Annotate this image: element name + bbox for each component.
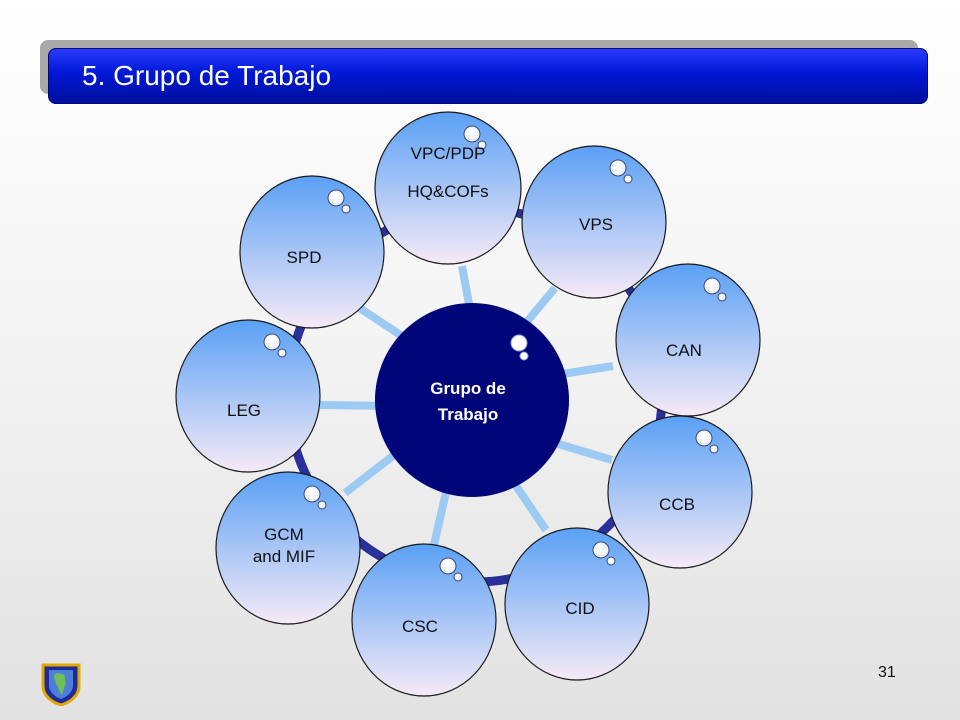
thought-bubble-large [463,125,481,143]
title-bar [48,48,928,104]
node-circle [615,263,761,417]
spoke-spd [349,299,411,344]
hub-bubble-small [519,351,529,361]
thought-bubble-small [717,292,727,302]
node-can: CAN [615,263,761,417]
hub-label-line: Trabajo [438,405,498,424]
thought-bubble-large [303,485,321,503]
node-vpc-pdp: VPC/PDP HQ&COFs [374,111,522,265]
organization-shield-logo [41,663,81,706]
page-number: 31 [878,664,896,681]
node-leg: LEG [175,319,321,473]
hub-bubble-large [510,334,528,352]
hub-circle [375,303,569,497]
thought-bubble-large [609,159,627,177]
thought-bubble-large [592,541,610,559]
node-circle [374,111,522,265]
node-spd: SPD [239,175,385,329]
node-ccb: CCB [607,415,753,569]
thought-bubble-small [477,140,487,150]
slide-title: 5. Grupo de Trabajo [82,60,332,91]
node-csc: CSC [351,543,497,697]
node-label: VPS [579,215,613,234]
node-label: CSC [402,617,438,636]
node-vps: VPS [521,145,667,299]
node-label: VPC/PDP [411,144,486,163]
node-label: and MIF [253,547,315,566]
node-circle [521,145,667,299]
node-circle [351,543,497,697]
node-gcm: GCM and MIF [215,471,361,625]
thought-bubble-small [623,174,633,184]
node-label: GCM [264,525,304,544]
thought-bubble-large [703,277,721,295]
spoke-csc [430,487,451,546]
node-label: SPD [287,248,322,267]
thought-bubble-large [439,557,457,575]
hub-label-line: Grupo de [430,379,506,398]
node-label: CID [565,599,594,618]
node-label: CAN [666,341,702,360]
spoke-can [561,362,614,378]
thought-bubble-small [453,572,463,582]
node-circle [504,527,650,681]
node-circle [239,175,385,329]
node-label: LEG [227,401,261,420]
thought-bubble-large [695,429,713,447]
spoke-cid [508,477,550,533]
thought-bubble-small [277,348,287,358]
node-label: CCB [659,495,695,514]
thought-bubble-small [341,204,351,214]
node-circle [175,319,321,473]
node-circle [607,415,753,569]
thought-bubble-small [606,556,616,566]
thought-bubble-large [327,189,345,207]
spoke-gcm [342,448,401,497]
thought-bubble-small [709,444,719,454]
node-cid: CID [504,527,650,681]
thought-bubble-small [317,500,327,510]
node-circle [215,471,361,625]
thought-bubble-large [263,333,281,351]
node-label: HQ&COFs [407,182,488,201]
